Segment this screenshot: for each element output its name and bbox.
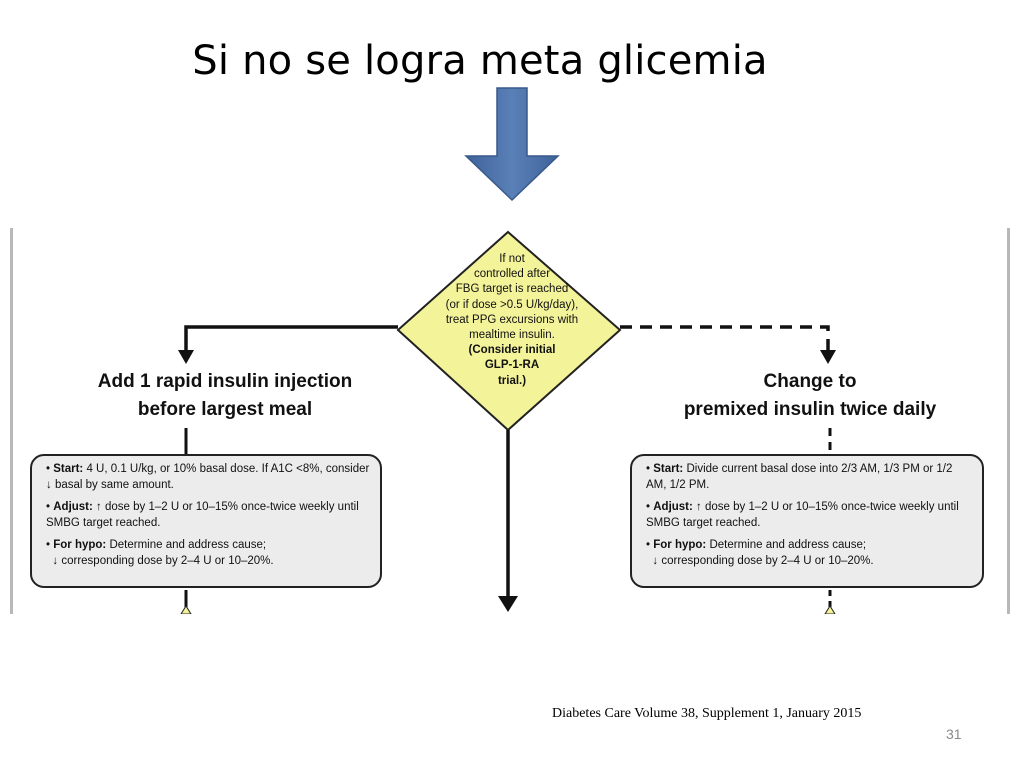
down-arrow-icon: ↓ bbox=[652, 555, 659, 567]
start-instruction: • Start: 4 U, 0.1 U/kg, or 10% basal dos… bbox=[46, 463, 370, 491]
diamond-line: treat PPG excursions with bbox=[445, 313, 579, 326]
page-number: 31 bbox=[946, 726, 962, 742]
right-heading-line: premixed insulin twice daily bbox=[683, 399, 937, 420]
center-connector-arrowhead bbox=[498, 596, 518, 612]
right-box-stub-marker bbox=[824, 605, 836, 614]
left-box-stub-marker bbox=[180, 605, 192, 614]
start-instruction: • Start: Divide current basal dose into … bbox=[646, 463, 953, 491]
down-arrow-icon bbox=[464, 87, 560, 202]
flowchart-connectors bbox=[178, 230, 836, 614]
flowchart-figure: If not controlled after FBG target is re… bbox=[10, 228, 1010, 614]
diamond-line: If not bbox=[499, 253, 525, 265]
adjust-instruction: • Adjust: ↑ dose by 1–2 U or 10–15% once… bbox=[646, 501, 959, 529]
up-arrow-icon: ↑ bbox=[696, 501, 702, 513]
left-branch-heading: Add 1 rapid insulin injection before lar… bbox=[40, 368, 410, 424]
right-instruction-box: • Start: Divide current basal dose into … bbox=[630, 454, 984, 588]
diamond-line: FBG target is reached bbox=[455, 283, 569, 296]
left-heading-line: before largest meal bbox=[137, 399, 313, 420]
left-connector bbox=[184, 325, 398, 352]
diamond-line: (or if dose >0.5 U/kg/day), bbox=[445, 298, 579, 311]
left-connector-arrowhead bbox=[178, 350, 194, 364]
right-branch-heading: Change to premixed insulin twice daily bbox=[620, 368, 1000, 424]
diamond-bold-line: GLP-1-RA bbox=[484, 359, 540, 372]
diamond-line: controlled after bbox=[473, 268, 551, 281]
left-instruction-box: • Start: 4 U, 0.1 U/kg, or 10% basal dos… bbox=[30, 454, 382, 588]
right-heading-line: Change to bbox=[763, 371, 857, 392]
down-arrow-icon: ↓ bbox=[52, 555, 59, 567]
diamond-bold-line: trial.) bbox=[497, 374, 527, 387]
hypo-instruction: • For hypo: Determine and address cause;… bbox=[646, 539, 874, 567]
left-heading-line: Add 1 rapid insulin injection bbox=[97, 371, 353, 392]
slide-title: Si no se logra meta glicemia bbox=[192, 38, 768, 84]
figure-left-border bbox=[10, 228, 13, 614]
right-connector bbox=[620, 325, 830, 352]
up-arrow-icon: ↑ bbox=[96, 501, 102, 513]
down-arrow-icon: ↓ bbox=[46, 479, 52, 491]
hypo-instruction: • For hypo: Determine and address cause;… bbox=[46, 539, 274, 567]
citation: Diabetes Care Volume 38, Supplement 1, J… bbox=[552, 706, 862, 721]
adjust-instruction: • Adjust: ↑ dose by 1–2 U or 10–15% once… bbox=[46, 501, 359, 529]
diamond-bold-line: (Consider initial bbox=[468, 344, 556, 357]
right-connector-arrowhead bbox=[820, 350, 836, 364]
diamond-text: If not controlled after FBG target is re… bbox=[430, 252, 594, 389]
diamond-line: mealtime insulin. bbox=[469, 329, 555, 342]
figure-right-border bbox=[1007, 228, 1010, 614]
